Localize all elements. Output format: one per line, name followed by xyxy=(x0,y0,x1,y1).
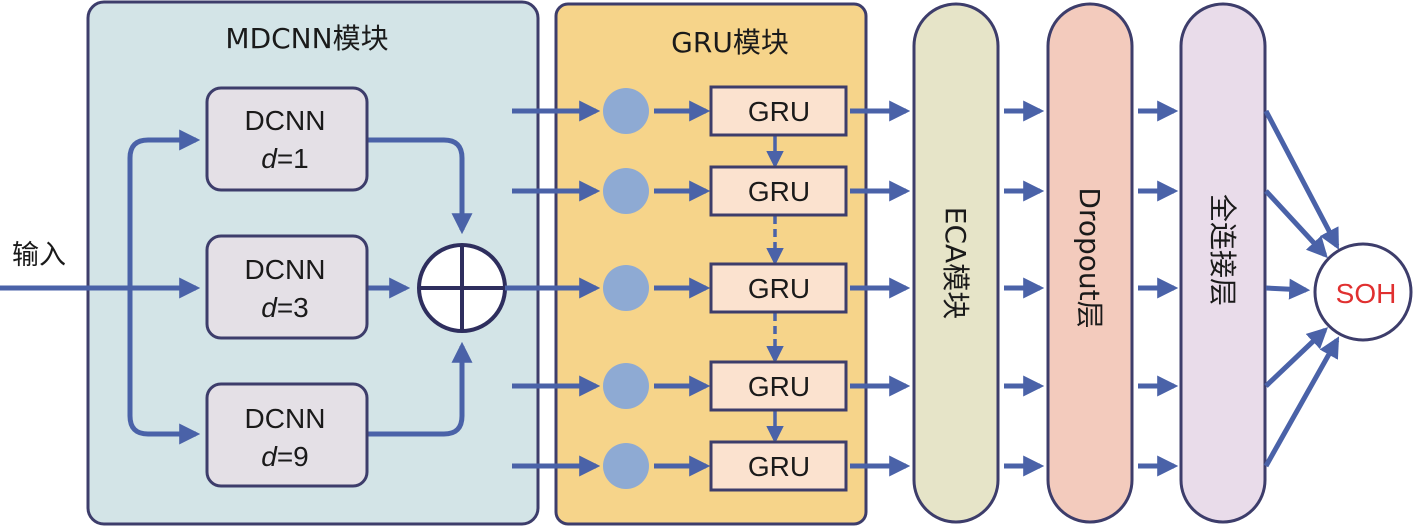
dcnn-name: DCNN xyxy=(245,105,326,136)
dcnn-block-3: DCNN d=3 xyxy=(205,234,369,340)
dcnn-box xyxy=(205,382,369,488)
gru-cell-box xyxy=(709,165,848,217)
dcnn-block-1: DCNN d=1 xyxy=(205,86,369,192)
dropout-layer-background xyxy=(1046,2,1134,524)
dcnn-name: DCNN xyxy=(245,403,326,434)
gru-cell: GRU xyxy=(709,165,848,217)
input-arrows xyxy=(0,129,473,445)
gru-cell-label: GRU xyxy=(748,371,810,402)
gru-cell-box xyxy=(709,262,848,314)
fully-connected-layer-label: 全连接层 xyxy=(1206,194,1239,306)
fc-to-soh-arrow xyxy=(1263,336,1340,468)
gru-input-node xyxy=(603,265,649,311)
fully-connected-layer-background xyxy=(1179,2,1267,524)
gru-cell-box xyxy=(709,85,848,137)
branch-to-dcnn-1 xyxy=(127,129,201,288)
gru-cell-box xyxy=(709,360,848,412)
gru-cell: GRU xyxy=(709,360,848,412)
dcnn-9-to-adder xyxy=(368,341,473,437)
dilation-var: d xyxy=(261,143,278,174)
gru-cell-label: GRU xyxy=(748,176,810,207)
dilation-value: =1 xyxy=(277,143,309,174)
adder-sum-icon xyxy=(417,243,507,333)
dcnn-dilation: d=1 xyxy=(261,143,309,174)
gru-cell: GRU xyxy=(709,262,848,314)
gru-cell: GRU xyxy=(709,440,848,492)
fc-to-soh-arrow xyxy=(1264,189,1328,259)
gru-cell-label: GRU xyxy=(748,96,810,127)
dcnn-1-to-adder xyxy=(368,137,473,235)
gru-cell: GRU xyxy=(709,85,848,137)
fc-to-soh-arrow xyxy=(1263,109,1340,250)
dropout-layer-label: Dropout层 xyxy=(1073,187,1106,328)
dropout-layer: Dropout层 xyxy=(1046,2,1134,524)
gru-input-node xyxy=(603,168,649,214)
dcnn-box xyxy=(205,86,369,192)
gru-input-node xyxy=(603,443,649,489)
dilation-value: =3 xyxy=(277,292,309,323)
input-label: 输入 xyxy=(12,240,66,271)
eca-module-background xyxy=(912,2,1000,524)
gru-cell-label: GRU xyxy=(748,273,810,304)
eca-module-label: ECA模块 xyxy=(939,207,972,319)
gru-input-node xyxy=(603,88,649,134)
gru-cells: GRU GRU GRU GRU GRU xyxy=(603,85,848,492)
dcnn-dilation: d=9 xyxy=(261,441,309,472)
fully-connected-layer: 全连接层 xyxy=(1179,2,1267,524)
fc-to-soh-arrow xyxy=(1264,327,1329,388)
fc-to-soh-arrow xyxy=(1265,278,1311,300)
soh-label: SOH xyxy=(1336,278,1397,309)
soh-output-node: SOH xyxy=(1313,242,1413,342)
dilation-var: d xyxy=(261,441,278,472)
dcnn-box xyxy=(205,234,369,340)
eca-module: ECA模块 xyxy=(912,2,1000,524)
gru-module-title: GRU模块 xyxy=(671,26,789,59)
dcnn-block-9: DCNN d=9 xyxy=(205,382,369,488)
dcnn-dilation: d=3 xyxy=(261,292,309,323)
gru-cell-box xyxy=(709,440,848,492)
dilation-var: d xyxy=(261,292,278,323)
gru-input-arrows xyxy=(512,100,911,477)
dcnn-name: DCNN xyxy=(245,254,326,285)
branch-to-dcnn-9 xyxy=(127,288,201,445)
gru-cell-label: GRU xyxy=(748,451,810,482)
inter-layer-arrows xyxy=(1004,100,1340,477)
gru-input-node xyxy=(603,363,649,409)
mdcnn-module-title: MDCNN模块 xyxy=(225,22,388,55)
dilation-value: =9 xyxy=(277,441,309,472)
